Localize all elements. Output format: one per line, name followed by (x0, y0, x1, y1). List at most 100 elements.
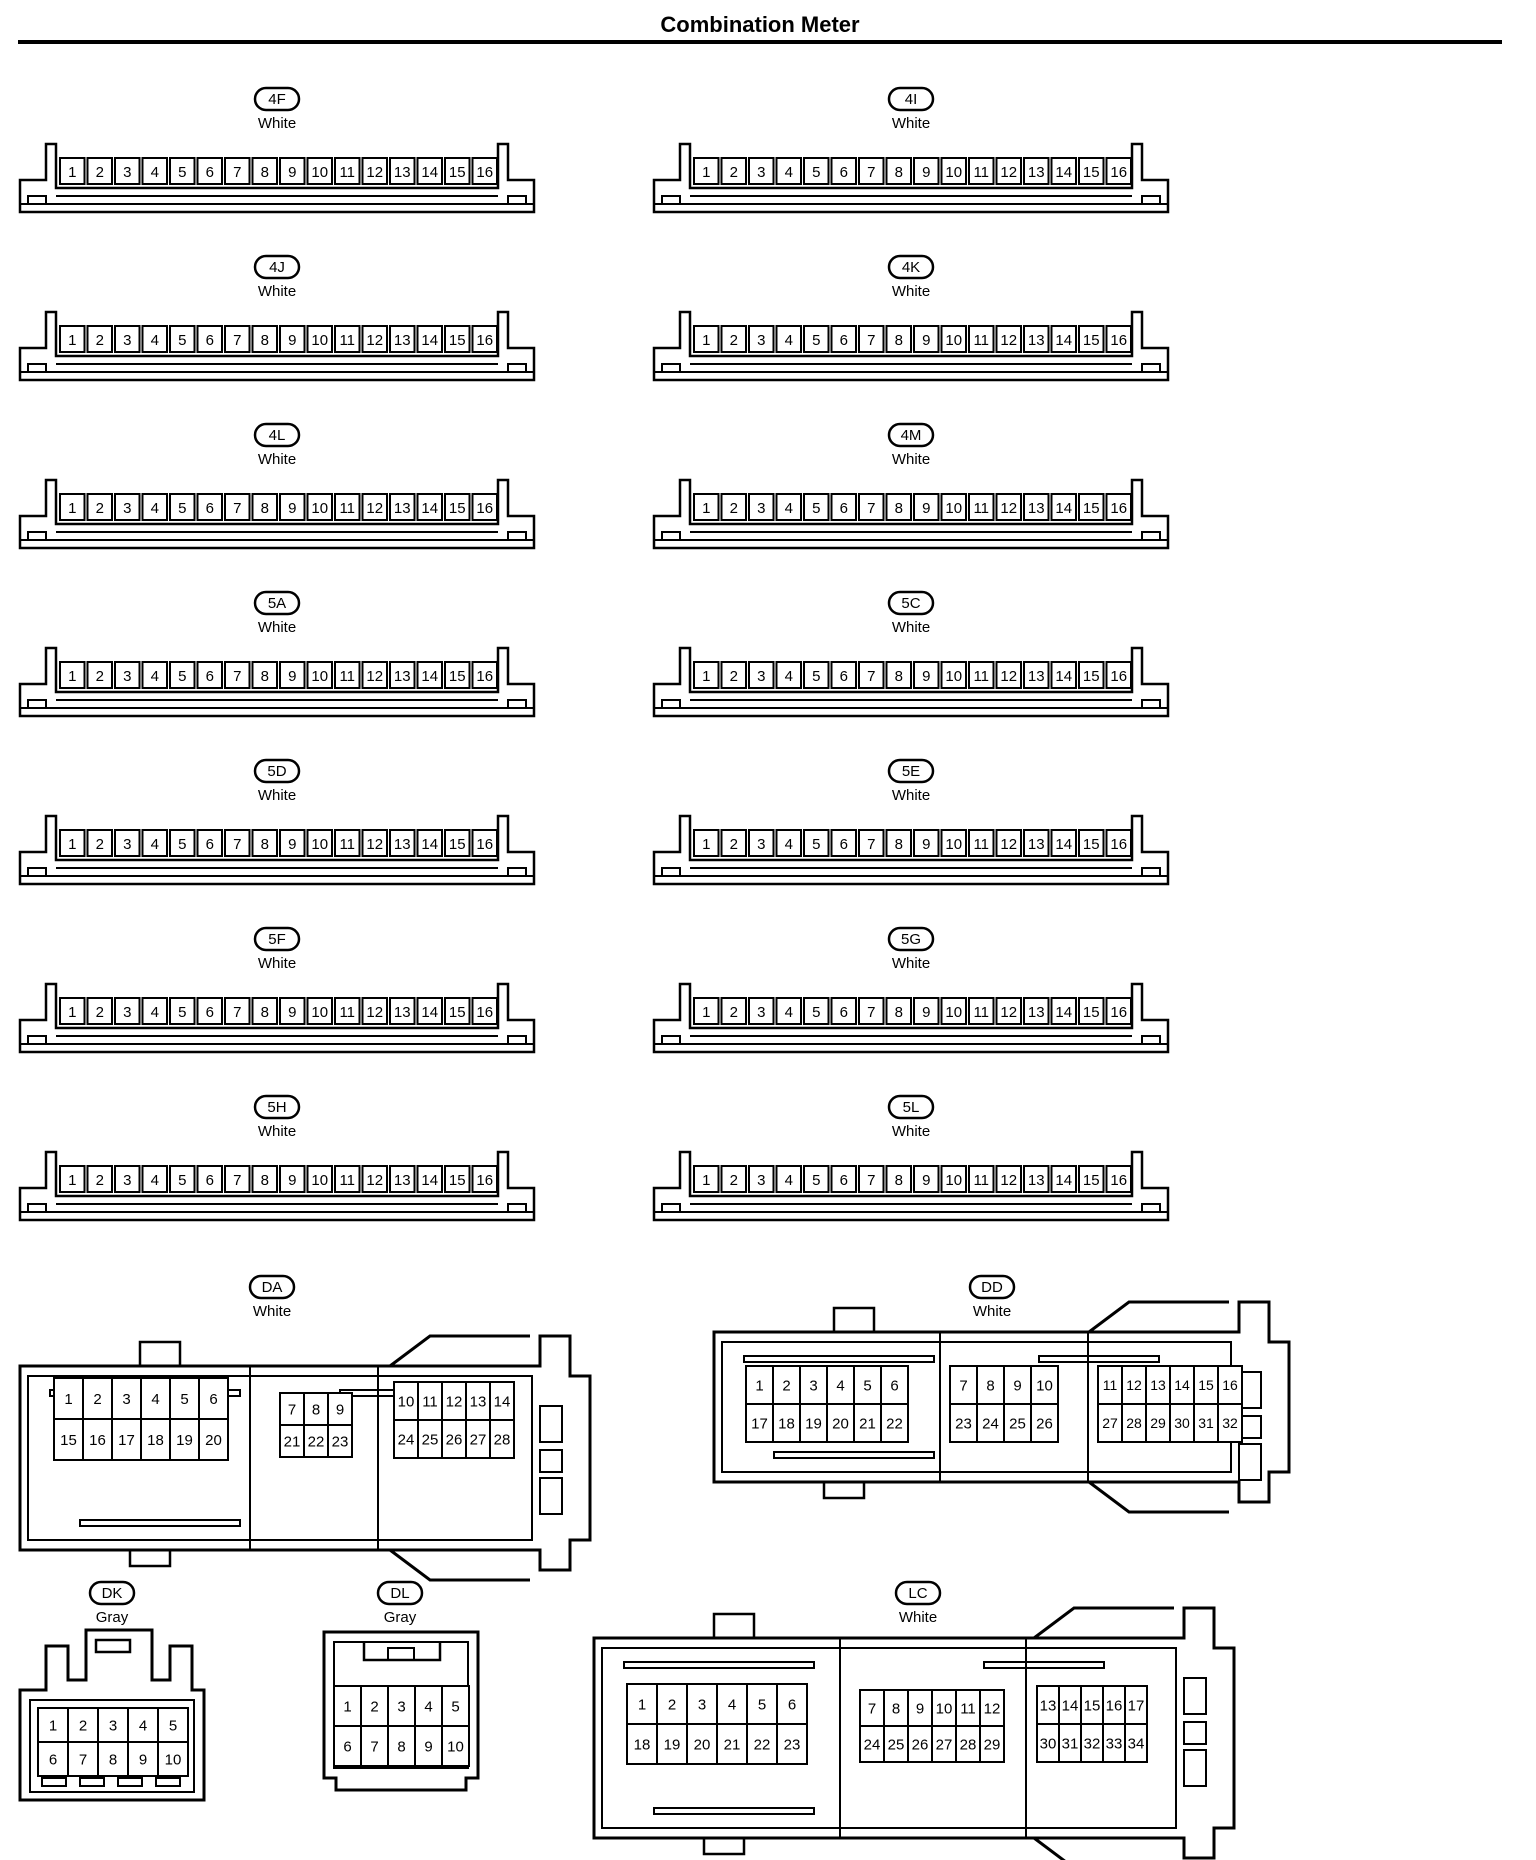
connector-code-badge (253, 590, 301, 616)
pin-number: 4 (424, 1698, 432, 1715)
pin-cell (1023, 829, 1050, 857)
pin-number: 8 (895, 1004, 903, 1021)
pin-number: 5 (178, 1172, 186, 1189)
pin-cell (968, 997, 995, 1025)
pin-number: 12 (1000, 164, 1017, 181)
side-latch (539, 1449, 563, 1473)
pin-cell (1105, 829, 1132, 857)
pin-cell (803, 661, 830, 689)
pin-number: 1 (68, 1004, 76, 1021)
pin-cell (196, 829, 223, 857)
pin-cell (361, 661, 388, 689)
pin-number: 20 (694, 1736, 711, 1753)
connector-code: 5E (902, 763, 920, 780)
pin-number: 12 (446, 1393, 463, 1410)
pin-cell (114, 829, 141, 857)
pin-number: 16 (476, 332, 493, 349)
pin-number: 1 (343, 1698, 351, 1715)
key-slot (41, 1777, 67, 1787)
housing-latch (27, 195, 47, 205)
pin-cell (1050, 1165, 1077, 1193)
pin-cell (913, 829, 940, 857)
pin-number: 6 (206, 500, 214, 517)
pin-number: 15 (449, 836, 466, 853)
pin-cell (327, 1424, 353, 1458)
pin-cell (389, 829, 416, 857)
pin-number: 4 (785, 332, 793, 349)
connector-code-badge (253, 926, 301, 952)
pin-number: 11 (973, 164, 989, 181)
pin-cell (693, 661, 720, 689)
pin-cell (803, 997, 830, 1025)
connector-color: White (258, 1123, 296, 1140)
housing-latch (507, 363, 527, 373)
pin-cell (1078, 661, 1105, 689)
pin-cell (940, 1165, 967, 1193)
connector-code: 4L (269, 427, 286, 444)
pin-number: 14 (1055, 1172, 1072, 1189)
pin-cell (279, 1165, 306, 1193)
pin-number: 18 (778, 1415, 795, 1432)
pin-cell (775, 661, 802, 689)
pin-cell (979, 1725, 1005, 1763)
pin-cell (59, 493, 86, 521)
pin-number: 2 (96, 1172, 104, 1189)
side-latch (1183, 1749, 1207, 1787)
connector-color: White (892, 955, 930, 972)
connector-code: DK (102, 1585, 123, 1602)
bottom-tab (702, 1836, 746, 1856)
pin-cell (858, 157, 885, 185)
pin-number: 1 (68, 500, 76, 517)
pin-cell (1023, 157, 1050, 185)
pin-cell (416, 157, 443, 185)
pin-cell (361, 1165, 388, 1193)
pin-number: 4 (151, 668, 159, 685)
pin-cell (306, 661, 333, 689)
pin-cell (748, 1165, 775, 1193)
pin-number: 8 (261, 500, 269, 517)
pin-cell (830, 661, 857, 689)
pin-cell (885, 493, 912, 521)
pin-cell (880, 1403, 909, 1443)
pin-number: 8 (895, 164, 903, 181)
pin-number: 4 (139, 1717, 147, 1734)
housing-latch (27, 699, 47, 709)
pin-cell (361, 829, 388, 857)
pin-cell (196, 1165, 223, 1193)
pin-cell (306, 325, 333, 353)
pin-number: 7 (867, 1004, 875, 1021)
pin-cell (1023, 325, 1050, 353)
rail (1038, 1355, 1160, 1363)
connector-code-badge (253, 422, 301, 448)
pin-cell (471, 493, 498, 521)
pin-number: 9 (288, 500, 296, 517)
pin-number: 1 (702, 164, 710, 181)
pin-number: 20 (205, 1432, 222, 1449)
pin-number: 2 (96, 1004, 104, 1021)
pin-cell (880, 1365, 909, 1405)
pin-cell (196, 661, 223, 689)
pin-cell (1050, 661, 1077, 689)
pin-number: 4 (151, 1004, 159, 1021)
pin-cell (885, 325, 912, 353)
pin-number: 10 (945, 500, 962, 517)
pin-number: 23 (955, 1415, 972, 1432)
connector-code: 5L (903, 1099, 920, 1116)
pin-number: 26 (912, 1736, 929, 1753)
pin-number: 26 (446, 1431, 463, 1448)
pin-number: 1 (68, 164, 76, 181)
pin-number: 7 (233, 1172, 241, 1189)
pin-number: 11 (960, 1700, 976, 1717)
pin-cell (224, 661, 251, 689)
pin-number: 4 (151, 1391, 159, 1408)
pin-number: 10 (311, 1172, 328, 1189)
housing-latch (661, 363, 681, 373)
pin-number: 22 (754, 1736, 771, 1753)
pin-number: 11 (973, 500, 989, 517)
pin-number: 5 (812, 1004, 820, 1021)
pin-number: 16 (89, 1432, 106, 1449)
pin-number: 8 (261, 1004, 269, 1021)
